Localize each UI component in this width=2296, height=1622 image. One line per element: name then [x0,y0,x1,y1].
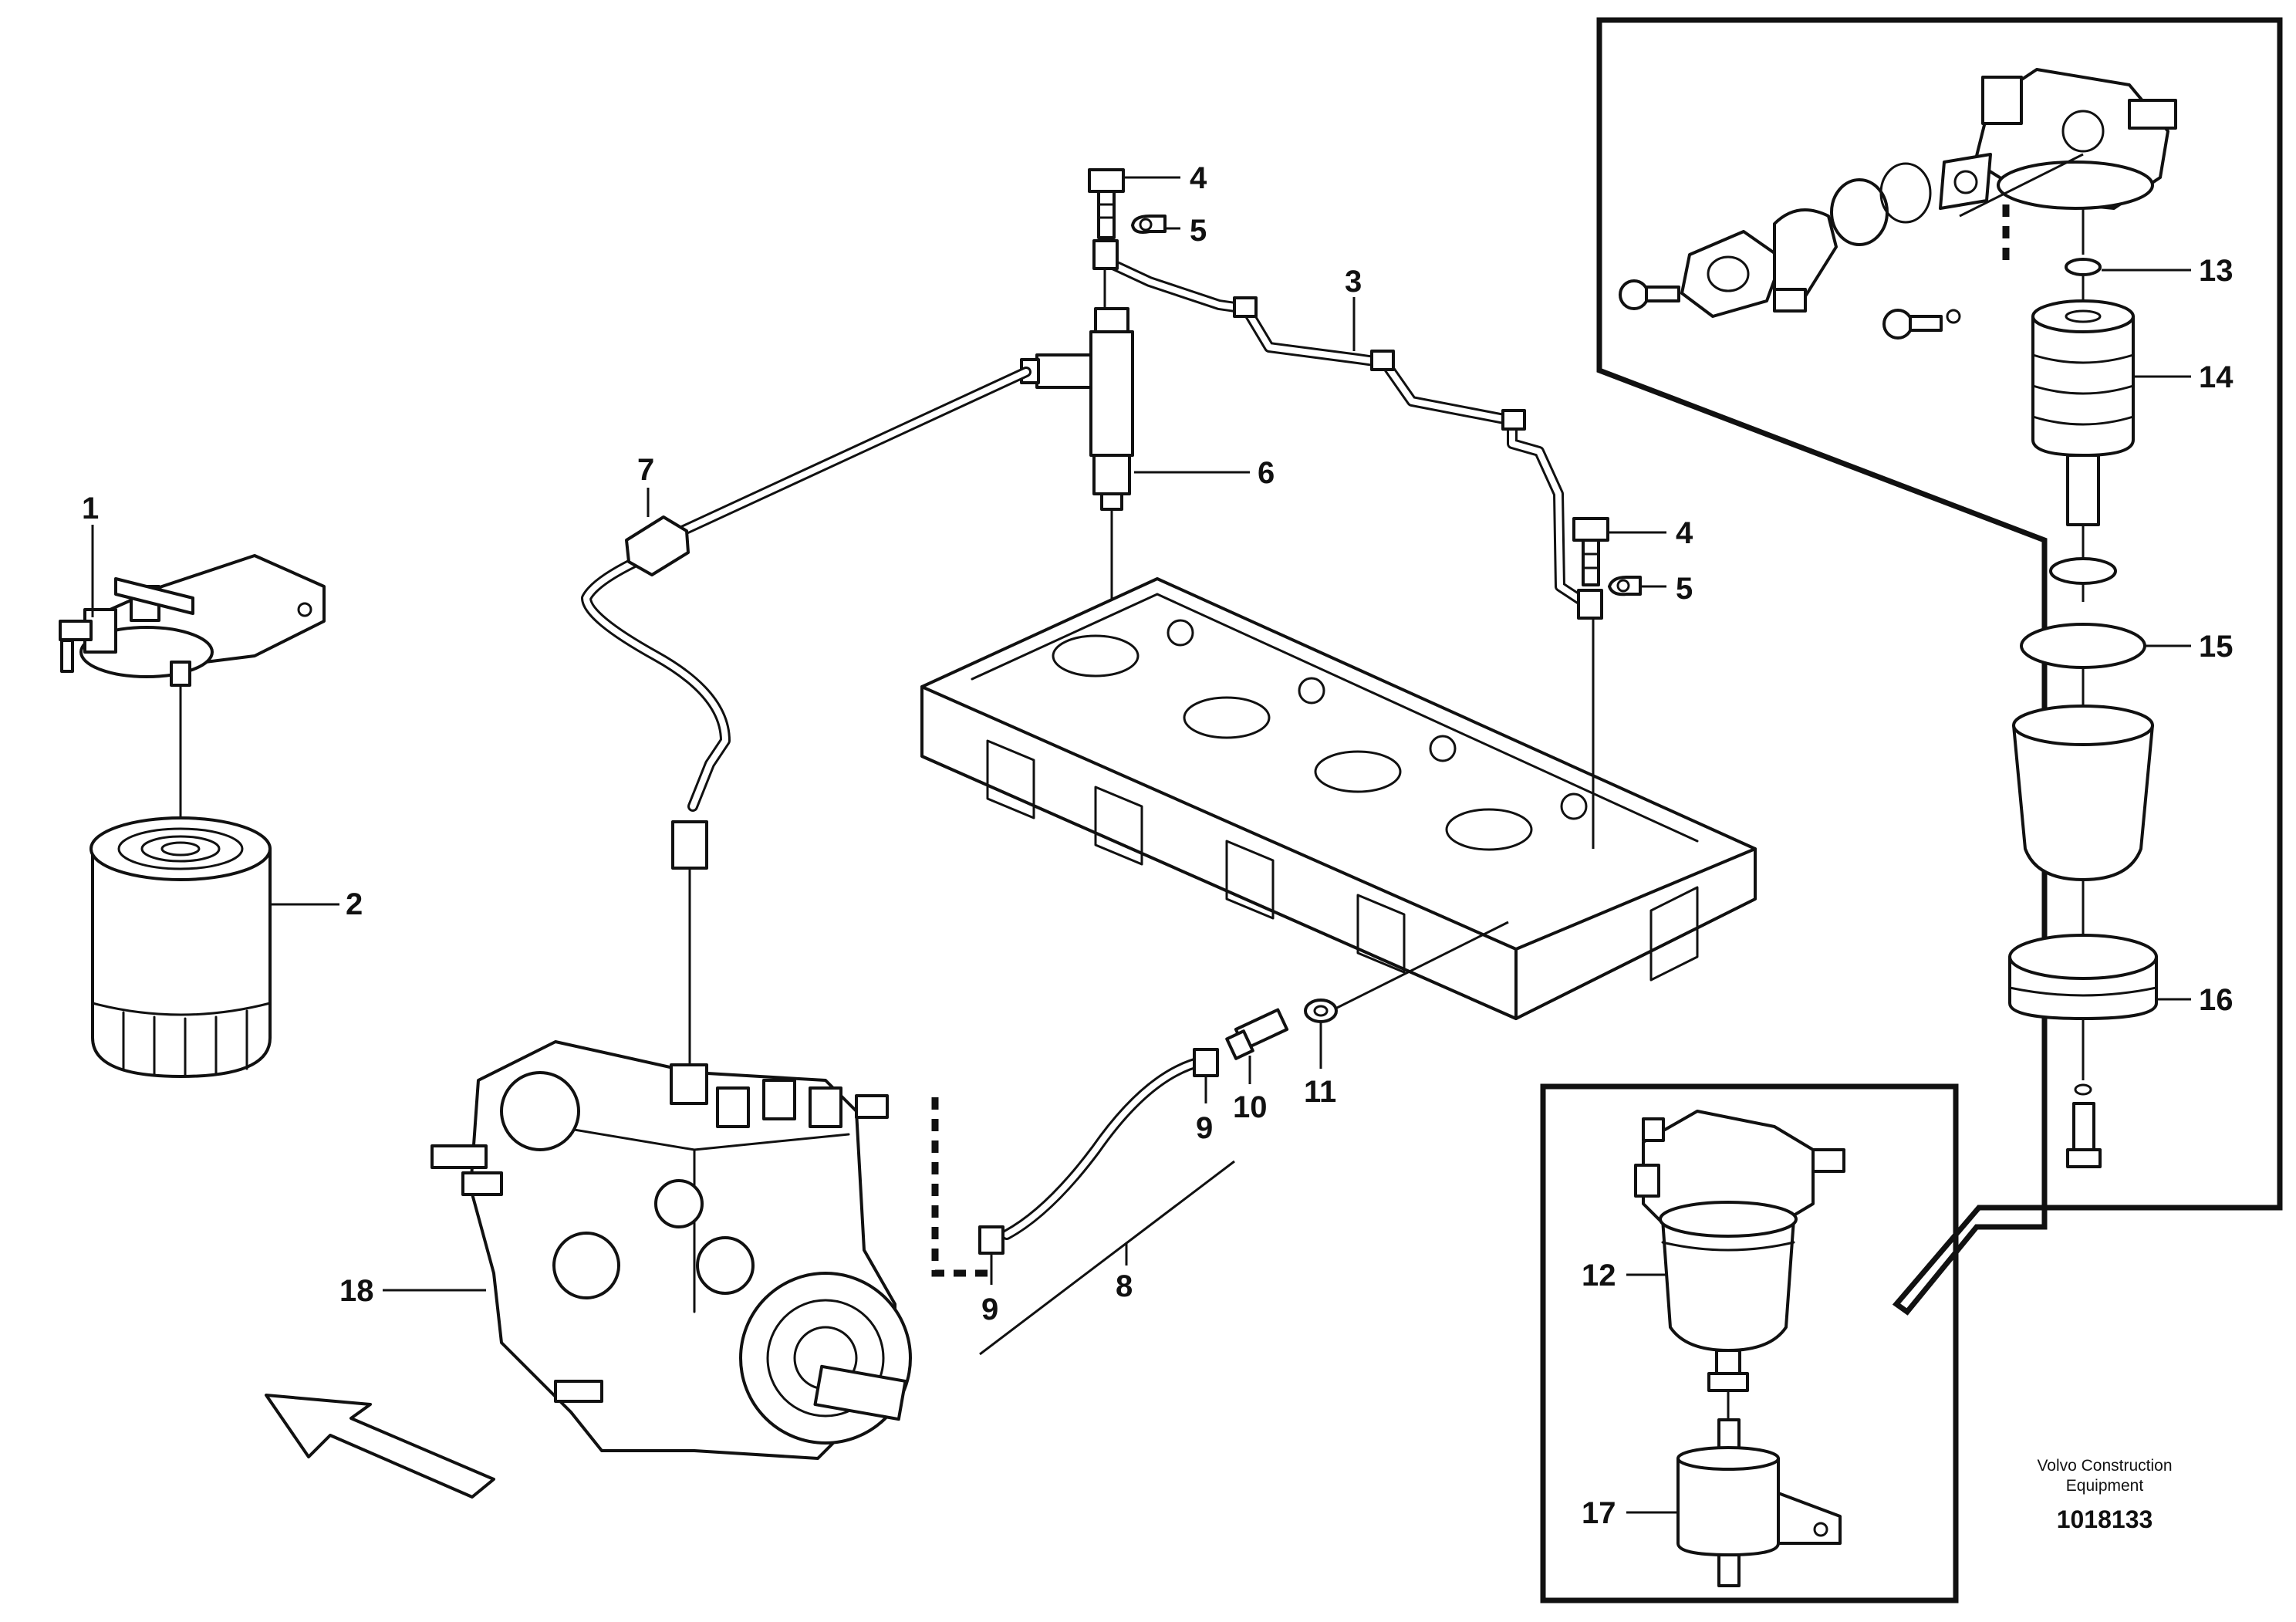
callout-4-lower: 4 [1676,516,1693,550]
inset-frame-filter-exploded [1596,17,2283,1316]
sealing-ring-11 [1304,999,1338,1023]
cylinder-head [920,577,1757,1020]
callout-18: 18 [339,1274,374,1308]
banjo-bolt-upper [1088,168,1125,239]
credit-company-line1: Volvo Construction [2037,1457,2172,1475]
direction-arrow-icon [265,1394,495,1499]
callout-12: 12 [1582,1259,1616,1293]
sealing-washer-upper [1131,215,1167,234]
callout-8: 8 [1116,1269,1133,1303]
strainer-element-14 [2031,299,2135,526]
callout-10: 10 [1233,1090,1268,1124]
sealing-washer-lower [1608,576,1642,596]
banjo-fitting-lower [1577,589,1603,620]
o-ring-exploded-b [1879,162,1932,224]
callout-16: 16 [2199,983,2234,1017]
union-fitting-10 [1225,1008,1289,1060]
filter-bowl-16a [2012,705,2154,881]
hose-clamp-9-lower [978,1225,1004,1255]
callout-9-lower: 9 [981,1293,998,1326]
drawing-reference-number: 1018133 [2057,1505,2153,1533]
fuel-filter-assembly-12 [1634,1110,1845,1392]
o-ring-exploded-a [1830,178,1889,246]
callout-2: 2 [346,887,363,921]
fuel-injection-pump [430,1040,912,1460]
hose-clamp-9-upper [1193,1048,1219,1077]
fuel-hose-8 [1001,1056,1209,1240]
mounting-bracket-exploded [1680,230,1784,318]
banjo-bolt-lower [1572,517,1609,586]
callout-3: 3 [1345,265,1362,299]
banjo-fitting-upper [1092,239,1119,270]
callout-17: 17 [1582,1496,1616,1530]
bolt-exploded-right [1882,309,1961,340]
bolt-exploded-left [1619,279,1680,310]
fuel-filter-cartridge [89,816,272,1078]
retaining-ring-16 [2008,934,2158,1020]
filter-head-exploded [1974,68,2177,210]
callout-11: 11 [1304,1075,1336,1109]
callout-1: 1 [82,492,99,525]
connection-dashed-line [931,1097,988,1277]
callout-5-lower: 5 [1676,572,1693,606]
high-pressure-pipe [581,367,1032,1066]
inset-frame-alternative-filters [1540,1083,1959,1603]
callout-15: 15 [2199,630,2234,664]
callout-9-upper: 9 [1196,1111,1213,1145]
drain-plug [2066,1083,2102,1168]
callout-7: 7 [637,453,654,487]
callout-6: 6 [1258,456,1275,490]
callout-4-upper: 4 [1190,161,1207,195]
fuel-filter-head [59,554,326,687]
o-ring-13 [2065,258,2102,276]
seal-ring-15a [2049,557,2117,585]
selector-valve-exploded [1773,208,1838,313]
fuel-return-pipe [1099,255,1595,611]
credit-company-line2: Equipment [2066,1477,2144,1495]
callout-13: 13 [2199,254,2234,288]
callout-5-upper: 5 [1190,214,1207,248]
callout-14: 14 [2199,360,2234,394]
gasket-exploded [1939,153,1992,210]
o-ring-15 [2020,623,2146,669]
fuel-injector [1020,267,1134,511]
inline-fuel-filter-17 [1676,1418,1842,1587]
